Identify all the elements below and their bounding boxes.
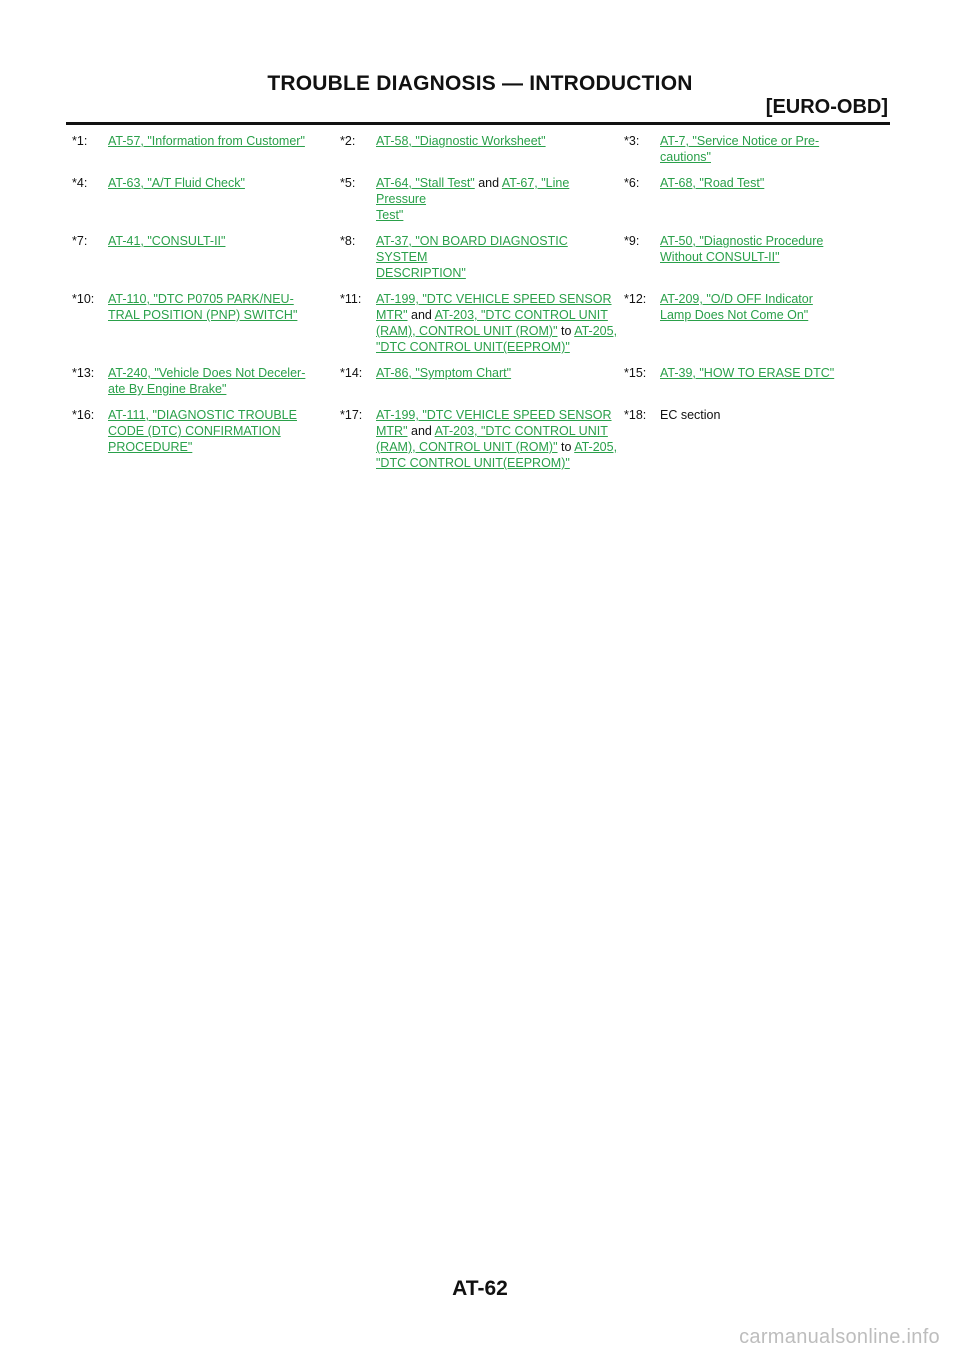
ref-link[interactable]: AT-68, "Road Test" [660, 176, 765, 190]
ref-link[interactable]: AT-67, "Line Pressure [376, 176, 570, 206]
ref-number: *6: [624, 176, 640, 190]
ref-link[interactable]: (RAM), CONTROL UNIT (ROM)" [376, 324, 558, 338]
reference-cell: *15: AT-39, "HOW TO ERASE DTC" [624, 365, 892, 397]
ref-number: *4: [72, 176, 88, 190]
ref-link[interactable]: Lamp Does Not Come On" [660, 308, 809, 322]
reference-row: *13: AT-240, "Vehicle Does Not Deceler-a… [72, 365, 892, 397]
reference-cell: *8: AT-37, "ON BOARD DIAGNOSTIC SYSTEM DE… [340, 233, 624, 281]
reference-table: *1: AT-57, "Information from Customer" *… [72, 133, 892, 481]
ref-link[interactable]: AT-7, "Service Notice or Pre- [660, 134, 820, 148]
ref-link[interactable]: "DTC CONTROL UNIT(EEPROM)" [376, 340, 570, 354]
ref-link[interactable]: cautions" [660, 150, 711, 164]
reference-cell: *18: EC section [624, 407, 892, 471]
ref-link[interactable]: AT-199, "DTC VEHICLE SPEED SENSOR [376, 292, 612, 306]
ref-link[interactable]: AT-57, "Information from Customer" [108, 134, 305, 148]
ref-link[interactable]: MTR" [376, 308, 408, 322]
ref-link[interactable]: PROCEDURE" [108, 440, 193, 454]
ref-link[interactable]: AT-64, "Stall Test" [376, 176, 475, 190]
reference-cell: *7: AT-41, "CONSULT-II" [72, 233, 340, 281]
ref-link[interactable]: MTR" [376, 424, 408, 438]
ref-link[interactable]: AT-50, "Diagnostic Procedure [660, 234, 824, 248]
ref-number: *10: [72, 292, 95, 306]
reference-cell: *6: AT-68, "Road Test" [624, 175, 892, 223]
ref-link[interactable]: CODE (DTC) CONFIRMATION [108, 424, 281, 438]
ref-link[interactable]: AT-203, "DTC CONTROL UNIT [434, 308, 608, 322]
reference-cell: *14: AT-86, "Symptom Chart" [340, 365, 624, 397]
connector-text: and [474, 176, 502, 190]
reference-cell: *13: AT-240, "Vehicle Does Not Deceler-a… [72, 365, 340, 397]
ref-link[interactable]: AT-86, "Symptom Chart" [376, 366, 512, 380]
reference-cell: *11: AT-199, "DTC VEHICLE SPEED SENSOR MT… [340, 291, 624, 355]
ref-link[interactable]: AT-37, "ON BOARD DIAGNOSTIC SYSTEM [376, 234, 568, 264]
page-number: AT-62 [452, 1277, 508, 1300]
watermark: carmanualsonline.info [739, 1326, 940, 1348]
ref-link[interactable]: AT-240, "Vehicle Does Not Deceler- [108, 366, 306, 380]
ref-number: *2: [340, 134, 356, 148]
ref-number: *14: [340, 366, 363, 380]
ref-number: *3: [624, 134, 640, 148]
page-title: TROUBLE DIAGNOSIS — INTRODUCTION [267, 72, 693, 95]
ref-link[interactable]: TRAL POSITION (PNP) SWITCH" [108, 308, 298, 322]
ref-number: *18: [624, 408, 647, 422]
section-tag: [EURO-OBD] [765, 96, 888, 118]
ref-link[interactable]: AT-39, "HOW TO ERASE DTC" [660, 366, 835, 380]
ref-number: *13: [72, 366, 95, 380]
connector-text: and [407, 424, 435, 438]
reference-row: *1: AT-57, "Information from Customer" *… [72, 133, 892, 165]
ref-link[interactable]: AT-203, "DTC CONTROL UNIT [434, 424, 608, 438]
reference-cell: *17: AT-199, "DTC VEHICLE SPEED SENSOR MT… [340, 407, 624, 471]
ref-text: EC section [660, 408, 721, 422]
ref-link[interactable]: AT-58, "Diagnostic Worksheet" [376, 134, 546, 148]
reference-cell: *1: AT-57, "Information from Customer" [72, 133, 340, 165]
ref-number: *16: [72, 408, 95, 422]
reference-row: *10: AT-110, "DTC P0705 PARK/NEU- TRAL PO… [72, 291, 892, 355]
reference-row: *16: AT-111, "DIAGNOSTIC TROUBLE CODE (DT… [72, 407, 892, 471]
ref-link[interactable]: AT-110, "DTC P0705 PARK/NEU- [108, 292, 294, 306]
ref-number: *11: [340, 292, 362, 306]
ref-link[interactable]: AT-63, "A/T Fluid Check" [108, 176, 245, 190]
reference-cell: *16: AT-111, "DIAGNOSTIC TROUBLE CODE (DT… [72, 407, 340, 471]
ref-number: *7: [72, 234, 88, 248]
ref-link[interactable]: (RAM), CONTROL UNIT (ROM)" [376, 440, 558, 454]
ref-number: *5: [340, 176, 356, 190]
ref-link[interactable]: AT-205, [574, 324, 618, 338]
header-divider [66, 122, 890, 125]
connector-text: to [557, 324, 575, 338]
reference-cell: *5: AT-64, "Stall Test" and AT-67, "Line… [340, 175, 624, 223]
ref-number: *17: [340, 408, 363, 422]
reference-cell: *2: AT-58, "Diagnostic Worksheet" [340, 133, 624, 165]
ref-link[interactable]: AT-111, "DIAGNOSTIC TROUBLE [108, 408, 297, 422]
ref-number: *8: [340, 234, 356, 248]
connector-text: and [407, 308, 435, 322]
reference-cell: *3: AT-7, "Service Notice or Pre-caution… [624, 133, 892, 165]
ref-number: *12: [624, 292, 647, 306]
ref-link[interactable]: AT-205, [574, 440, 618, 454]
ref-link[interactable]: AT-209, "O/D OFF Indicator [660, 292, 813, 306]
ref-number: *1: [72, 134, 88, 148]
reference-row: *7: AT-41, "CONSULT-II" *8: AT-37, "ON B… [72, 233, 892, 281]
ref-link[interactable]: ate By Engine Brake" [108, 382, 227, 396]
reference-cell: *10: AT-110, "DTC P0705 PARK/NEU- TRAL PO… [72, 291, 340, 355]
ref-link[interactable]: DESCRIPTION" [376, 266, 466, 280]
reference-row: *4: AT-63, "A/T Fluid Check" *5: AT-64, … [72, 175, 892, 223]
connector-text: to [557, 440, 575, 454]
ref-link[interactable]: AT-199, "DTC VEHICLE SPEED SENSOR [376, 408, 612, 422]
ref-link[interactable]: "DTC CONTROL UNIT(EEPROM)" [376, 456, 570, 470]
ref-link[interactable]: Test" [376, 208, 404, 222]
ref-number: *15: [624, 366, 647, 380]
reference-cell: *4: AT-63, "A/T Fluid Check" [72, 175, 340, 223]
ref-link[interactable]: Without CONSULT-II" [660, 250, 780, 264]
ref-number: *9: [624, 234, 640, 248]
ref-link[interactable]: AT-41, "CONSULT-II" [108, 234, 226, 248]
